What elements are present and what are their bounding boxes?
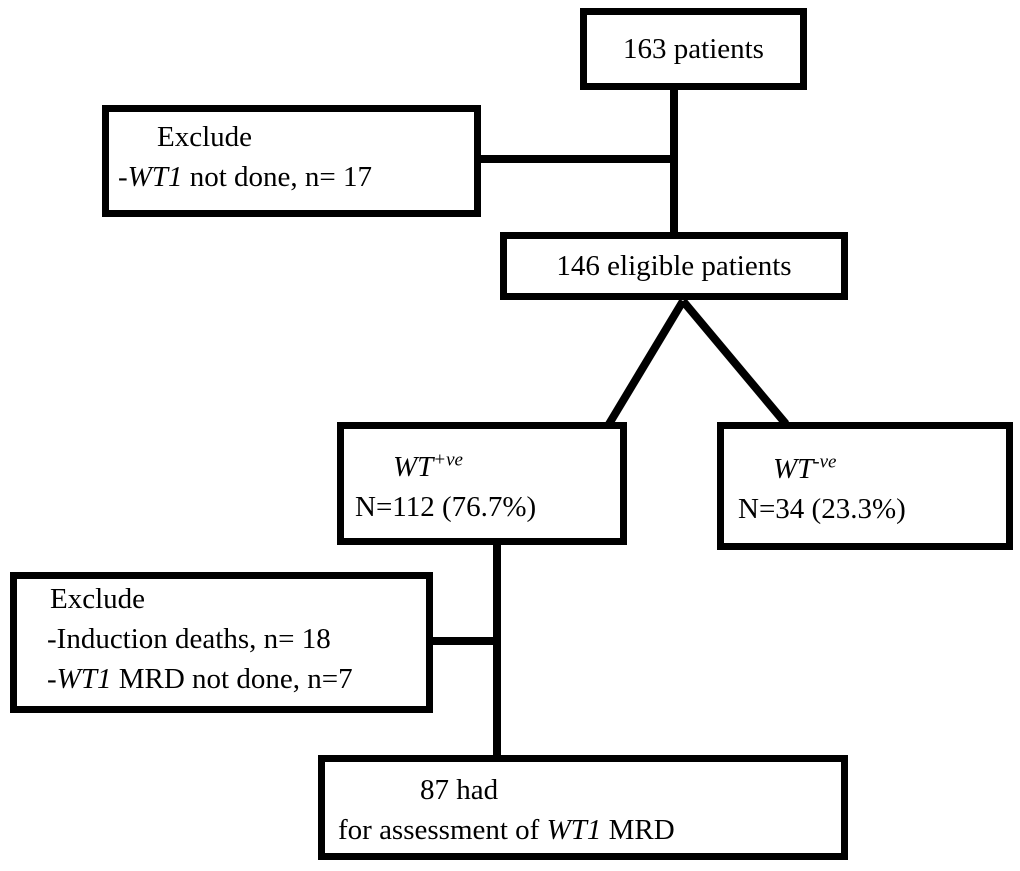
box-text: - (118, 161, 128, 193)
box-exclude-induction-deaths: Exclude -Induction deaths, n= 18 -WT1 MR… (10, 572, 433, 713)
box-text: for assessment of (338, 814, 547, 846)
box-text-line: -WT1 not done, n= 17 (118, 157, 474, 197)
box-text: not done, n= 17 (182, 161, 373, 193)
connector-146-to-wtneg (679, 298, 790, 427)
box-text: 163 patients (623, 33, 764, 65)
box-wt-positive: WT+ve N=112 (76.7%) (337, 422, 627, 545)
box-text: 146 eligible patients (556, 250, 792, 282)
gene-name-wt: WT (393, 451, 434, 483)
box-text-line: 163 patients (623, 29, 764, 69)
box-text-line: N=34 (23.3%) (738, 489, 1006, 529)
superscript-positive: +ve (433, 449, 463, 471)
gene-name-wt1: WT1 (546, 814, 602, 846)
box-exclude-wt1-not-done: Exclude -WT1 not done, n= 17 (102, 105, 481, 217)
box-text: MRD not done, n=7 (111, 663, 353, 695)
box-87-assessment: 87 had for assessment of WT1 MRD (318, 755, 848, 860)
box-text: MRD (601, 814, 675, 846)
gene-name-wt1: WT1 (56, 663, 112, 695)
box-text: - (47, 663, 57, 695)
box-text-line: WT-ve (773, 449, 1006, 489)
connector-146-to-wtpos (605, 298, 687, 427)
box-146-eligible-patients: 146 eligible patients (500, 232, 848, 300)
box-text: Exclude (50, 583, 146, 615)
box-text-line: 87 had (420, 770, 841, 810)
box-163-patients: 163 patients (580, 8, 807, 90)
box-text-line: Exclude (50, 579, 426, 619)
gene-name-wt1: WT1 (127, 161, 183, 193)
box-text-line: -Induction deaths, n= 18 (47, 619, 426, 659)
box-text-line: N=112 (76.7%) (355, 487, 620, 527)
box-text-line: Exclude (157, 117, 474, 157)
box-text-line: -WT1 MRD not done, n=7 (47, 659, 426, 699)
superscript-negative: -ve (813, 451, 837, 473)
box-text: N=112 (76.7%) (355, 491, 537, 523)
gene-name-wt: WT (773, 453, 814, 485)
box-wt-negative: WT-ve N=34 (23.3%) (717, 422, 1013, 550)
box-text: N=34 (23.3%) (738, 493, 906, 525)
box-text-line: WT+ve (393, 447, 620, 487)
box-text-line: for assessment of WT1 MRD (338, 810, 841, 850)
box-text: -Induction deaths, n= 18 (47, 623, 331, 655)
box-text: 87 had (420, 774, 499, 806)
box-text: Exclude (157, 121, 253, 153)
box-text-line: 146 eligible patients (556, 246, 791, 286)
